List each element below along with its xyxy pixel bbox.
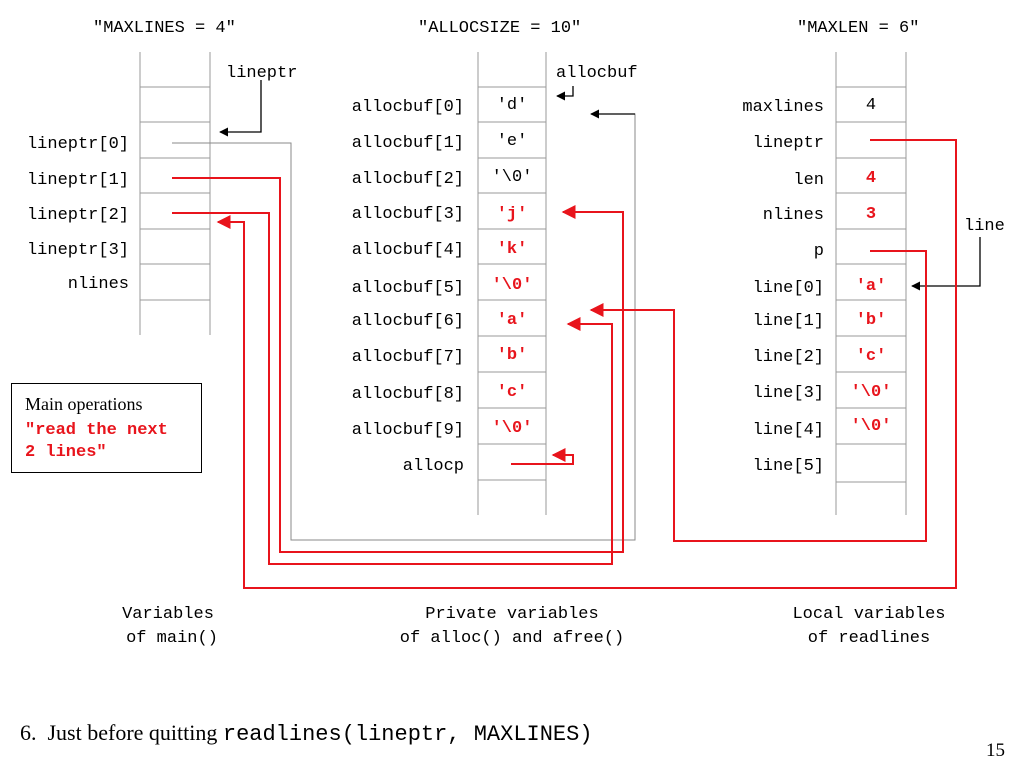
alloc-label-2: allocbuf[2]: [352, 170, 464, 189]
alloc-value-6: 'a': [497, 311, 528, 330]
readlines-label-len: len: [793, 171, 824, 190]
main-footer-line-2: of main(): [126, 629, 218, 648]
readlines-lineptr-to-main-lineptr2-pointer: [216, 139, 957, 589]
readlines-label-maxlines: maxlines: [742, 98, 824, 117]
main-footer-line-1: Variables: [122, 605, 214, 624]
alloc-value-5: '\0': [492, 276, 533, 295]
readlines-value-len: 4: [866, 169, 876, 188]
readlines-label-line-1: line[1]: [753, 312, 824, 331]
readlines-label-p: p: [814, 242, 824, 261]
readlines-footer-line-1: Local variables: [792, 605, 945, 624]
alloc-value-7: 'b': [497, 346, 528, 365]
line-to-line0-arrow: [911, 237, 981, 291]
alloc-label-1: allocbuf[1]: [352, 134, 464, 153]
readlines-value-line-4: '\0': [851, 417, 892, 436]
alloc-label-8: allocbuf[8]: [352, 385, 464, 404]
alloc-label-6: allocbuf[6]: [352, 312, 464, 331]
main-variables-column: [139, 52, 211, 335]
main-operations-note: Main operations "read the next 2 lines": [11, 383, 202, 473]
lineptr1-to-allocbuf3-pointer: [172, 177, 624, 553]
allocbuf-pointer-label: allocbuf: [556, 64, 638, 83]
readlines-value-line-3: '\0': [851, 383, 892, 402]
main-label-nlines: nlines: [68, 275, 129, 294]
main-label-lineptr-2: lineptr[2]: [27, 206, 129, 225]
note-title: Main operations: [25, 394, 143, 414]
caption-code: readlines(lineptr, MAXLINES): [222, 722, 593, 747]
alloc-value-3: 'j': [497, 205, 528, 224]
readlines-value-maxlines: 4: [866, 96, 876, 115]
alloc-label-4: allocbuf[4]: [352, 241, 464, 260]
alloc-value-9: '\0': [492, 419, 533, 438]
alloc-value-0: 'd': [497, 96, 528, 115]
readlines-label-line-0: line[0]: [753, 279, 824, 298]
alloc-value-1: 'e': [497, 132, 528, 151]
readlines-value-nlines: 3: [866, 205, 876, 224]
alloc-variables-column: [477, 52, 547, 515]
note-body: "read the next 2 lines": [25, 421, 168, 462]
allocbuf-to-cell0-arrow: [556, 86, 574, 101]
line-pointer-label: line: [964, 217, 1005, 236]
main-label-lineptr-3: lineptr[3]: [27, 241, 129, 260]
readlines-variables-column: [835, 52, 907, 515]
readlines-column-header: "MAXLEN = 6": [797, 19, 919, 38]
readlines-value-line-1: 'b': [856, 311, 887, 330]
main-column-header: "MAXLINES = 4": [93, 19, 236, 38]
alloc-column-header: "ALLOCSIZE = 10": [418, 19, 581, 38]
readlines-label-line-2: line[2]: [753, 348, 824, 367]
alloc-label-3: allocbuf[3]: [352, 205, 464, 224]
main-lineptr-pointer-label: lineptr: [226, 64, 297, 83]
lineptr-to-lineptr0-arrow: [219, 80, 262, 137]
alloc-label-0: allocbuf[0]: [352, 98, 464, 117]
readlines-value-line-2: 'c': [856, 347, 887, 366]
readlines-value-line-0: 'a': [856, 277, 887, 296]
readlines-label-nlines: nlines: [763, 206, 824, 225]
alloc-label-allocp: allocp: [403, 457, 464, 476]
allocp-to-allocbuf10-pointer: [511, 448, 574, 465]
alloc-label-7: allocbuf[7]: [352, 348, 464, 367]
alloc-label-5: allocbuf[5]: [352, 279, 464, 298]
main-label-lineptr-0: lineptr[0]: [27, 135, 129, 154]
readlines-label-line-3: line[3]: [753, 384, 824, 403]
readlines-footer-line-2: of readlines: [808, 629, 930, 648]
p-to-allocbuf6-pointer: [589, 250, 927, 542]
alloc-footer-line-1: Private variables: [425, 605, 598, 624]
main-label-lineptr-1: lineptr[1]: [27, 171, 129, 190]
alloc-footer-line-2: of alloc() and afree(): [400, 629, 624, 648]
alloc-value-4: 'k': [497, 240, 528, 259]
readlines-label-line-5: line[5]: [753, 457, 824, 476]
readlines-label-line-4: line[4]: [753, 421, 824, 440]
slide-caption: 6. Just before quitting readlines(linept…: [20, 720, 593, 747]
caption-text: 6. Just before quitting: [20, 720, 223, 745]
readlines-label-lineptr: lineptr: [753, 134, 824, 153]
lineptr2-to-allocbuf6-pointer: [172, 212, 613, 565]
alloc-label-9: allocbuf[9]: [352, 421, 464, 440]
page-number: 15: [986, 740, 1005, 761]
alloc-value-8: 'c': [497, 383, 528, 402]
alloc-value-2: '\0': [492, 168, 533, 187]
